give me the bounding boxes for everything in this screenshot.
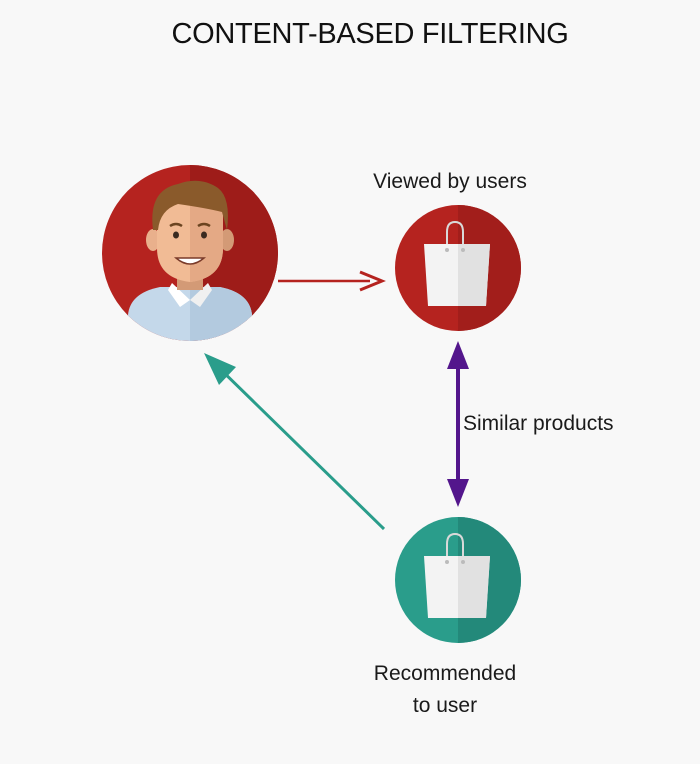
label-recommended-to-user: Recommended to user — [345, 658, 545, 722]
arrow-user-to-viewed — [278, 270, 386, 292]
label-viewed-by-users: Viewed by users — [373, 170, 527, 193]
shopping-bag-icon — [424, 220, 490, 306]
label-recommended-line1: Recommended — [373, 662, 517, 685]
label-recommended-line2: to user — [412, 694, 478, 717]
arrow-similar-bidirectional — [447, 341, 469, 507]
arrow-recommended-to-user — [204, 353, 386, 531]
user-avatar-icon — [128, 180, 252, 341]
diagram-title: CONTENT-BASED FILTERING — [171, 18, 569, 50]
recommended-node — [395, 517, 521, 643]
shopping-bag-icon — [424, 532, 490, 618]
label-similar-products: Similar products — [463, 412, 614, 435]
user-node — [102, 165, 278, 341]
viewed-node — [395, 205, 521, 331]
